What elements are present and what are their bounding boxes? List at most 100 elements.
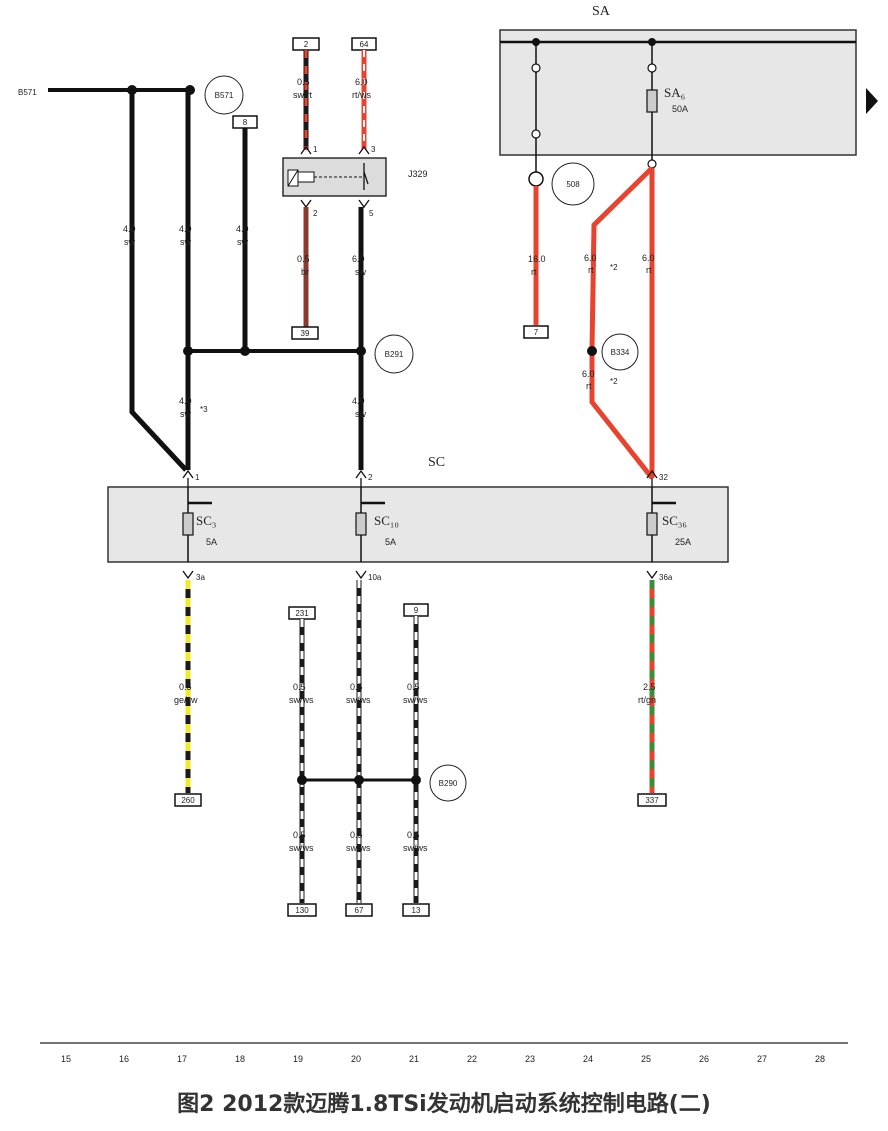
svg-text:rt/ws: rt/ws [352, 90, 371, 100]
svg-text:4.0: 4.0 [123, 224, 136, 234]
sa-bus-title: SA [592, 4, 611, 19]
fuse-sc36-rating: 25A [675, 537, 691, 547]
left-input-label: B571 [18, 88, 37, 97]
svg-text:sw/ws: sw/ws [403, 695, 428, 705]
svg-text:sw/ws: sw/ws [289, 695, 314, 705]
svg-text:32: 32 [659, 473, 668, 482]
ruler-label: 23 [525, 1054, 535, 1064]
svg-text:0.5: 0.5 [297, 77, 310, 87]
svg-text:337: 337 [645, 796, 659, 805]
terminal-337 [637, 793, 667, 807]
svg-text:36a: 36a [659, 573, 673, 582]
svg-text:sw/ws: sw/ws [346, 695, 371, 705]
ruler-label: 16 [119, 1054, 129, 1064]
svg-text:rt/gn: rt/gn [638, 695, 656, 705]
ruler-label: 24 [583, 1054, 593, 1064]
ruler-label: 27 [757, 1054, 767, 1064]
svg-text:8: 8 [243, 118, 248, 127]
svg-text:0.5: 0.5 [293, 830, 306, 840]
connection-point-b334 [601, 333, 639, 371]
fuse-sc10-rating: 5A [385, 537, 396, 547]
connection-point-508-marker [528, 171, 544, 187]
ruler-label: 25 [641, 1054, 651, 1064]
terminal-39 [291, 326, 319, 340]
svg-text:0.5: 0.5 [407, 830, 420, 840]
ruler-label: 18 [235, 1054, 245, 1064]
svg-text:sw: sw [355, 267, 367, 277]
svg-text:6.0: 6.0 [355, 77, 368, 87]
svg-text:67: 67 [355, 906, 364, 915]
wire-6-rt-via-b334 [589, 166, 654, 480]
svg-text:B291: B291 [385, 350, 404, 359]
connection-point-508 [551, 162, 595, 206]
wire-4-sw-left [129, 90, 188, 472]
fuse-sc36 [646, 512, 658, 536]
svg-text:2.5: 2.5 [643, 682, 656, 692]
svg-text:7: 7 [534, 328, 539, 337]
svg-text:sw/rt: sw/rt [293, 90, 312, 100]
svg-text:sw: sw [237, 237, 249, 247]
fuse-sc10 [355, 512, 367, 536]
svg-text:*2: *2 [610, 377, 618, 386]
terminal-13 [402, 903, 430, 917]
svg-text:1: 1 [195, 473, 200, 482]
fuse-sc3-name: SC₃ [196, 513, 216, 528]
svg-text:rt: rt [531, 267, 537, 277]
connection-point-b571 [204, 75, 244, 115]
svg-text:0.5: 0.5 [407, 682, 420, 692]
ruler-label: 26 [699, 1054, 709, 1064]
svg-text:sw: sw [124, 237, 136, 247]
svg-text:0.5: 0.5 [179, 682, 192, 692]
svg-text:rt: rt [588, 265, 594, 275]
fuse-sc36-name: SC₃₆ [662, 513, 687, 528]
connection-point-b290 [429, 764, 467, 802]
svg-text:9: 9 [414, 606, 419, 615]
svg-text:130: 130 [295, 906, 309, 915]
fuse-sa6-rating: 50A [672, 104, 688, 114]
svg-text:B334: B334 [611, 348, 630, 357]
terminal-130 [287, 903, 317, 917]
connection-point-508-label: 508 [566, 180, 580, 189]
sc-bus [107, 486, 729, 563]
fuse-sc3-rating: 5A [206, 537, 217, 547]
svg-text:sw: sw [180, 237, 192, 247]
continuation-arrow-icon [866, 88, 878, 114]
ruler-label: 15 [61, 1054, 71, 1064]
fuse-sa6 [646, 89, 658, 113]
terminal-67 [345, 903, 373, 917]
connection-point-b291 [374, 334, 414, 374]
fuse-sa6-name: SA₆ [664, 85, 685, 100]
svg-text:260: 260 [181, 796, 195, 805]
fuse-sc10-name: SC₁₀ [374, 513, 399, 528]
svg-text:B571: B571 [215, 91, 234, 100]
svg-text:sw: sw [180, 409, 192, 419]
svg-text:0.5: 0.5 [297, 254, 310, 264]
terminal-260 [174, 793, 202, 807]
svg-text:rt: rt [586, 381, 592, 391]
ruler-label: 19 [293, 1054, 303, 1064]
svg-text:ge/sw: ge/sw [174, 695, 198, 705]
b334-node [587, 346, 597, 356]
ruler-label: 20 [351, 1054, 361, 1064]
svg-text:6.0: 6.0 [584, 253, 597, 263]
svg-text:sw/ws: sw/ws [289, 843, 314, 853]
terminal-7 [523, 325, 549, 339]
svg-text:B290: B290 [439, 779, 458, 788]
svg-text:4.0: 4.0 [236, 224, 249, 234]
svg-text:6.0: 6.0 [352, 254, 365, 264]
svg-text:13: 13 [412, 906, 421, 915]
svg-text:*3: *3 [200, 405, 208, 414]
svg-text:sw: sw [355, 409, 367, 419]
svg-text:*2: *2 [610, 263, 618, 272]
svg-text:br: br [301, 267, 309, 277]
svg-text:16.0: 16.0 [528, 254, 546, 264]
svg-text:4.0: 4.0 [352, 396, 365, 406]
svg-text:2: 2 [368, 473, 373, 482]
svg-text:4.0: 4.0 [179, 224, 192, 234]
figure-caption: 图2 2012款迈腾1.8TSi发动机启动系统控制电路(二) [177, 1092, 711, 1117]
sc-bus-title: SC [428, 455, 445, 470]
svg-text:64: 64 [360, 40, 369, 49]
ruler-label: 17 [177, 1054, 187, 1064]
